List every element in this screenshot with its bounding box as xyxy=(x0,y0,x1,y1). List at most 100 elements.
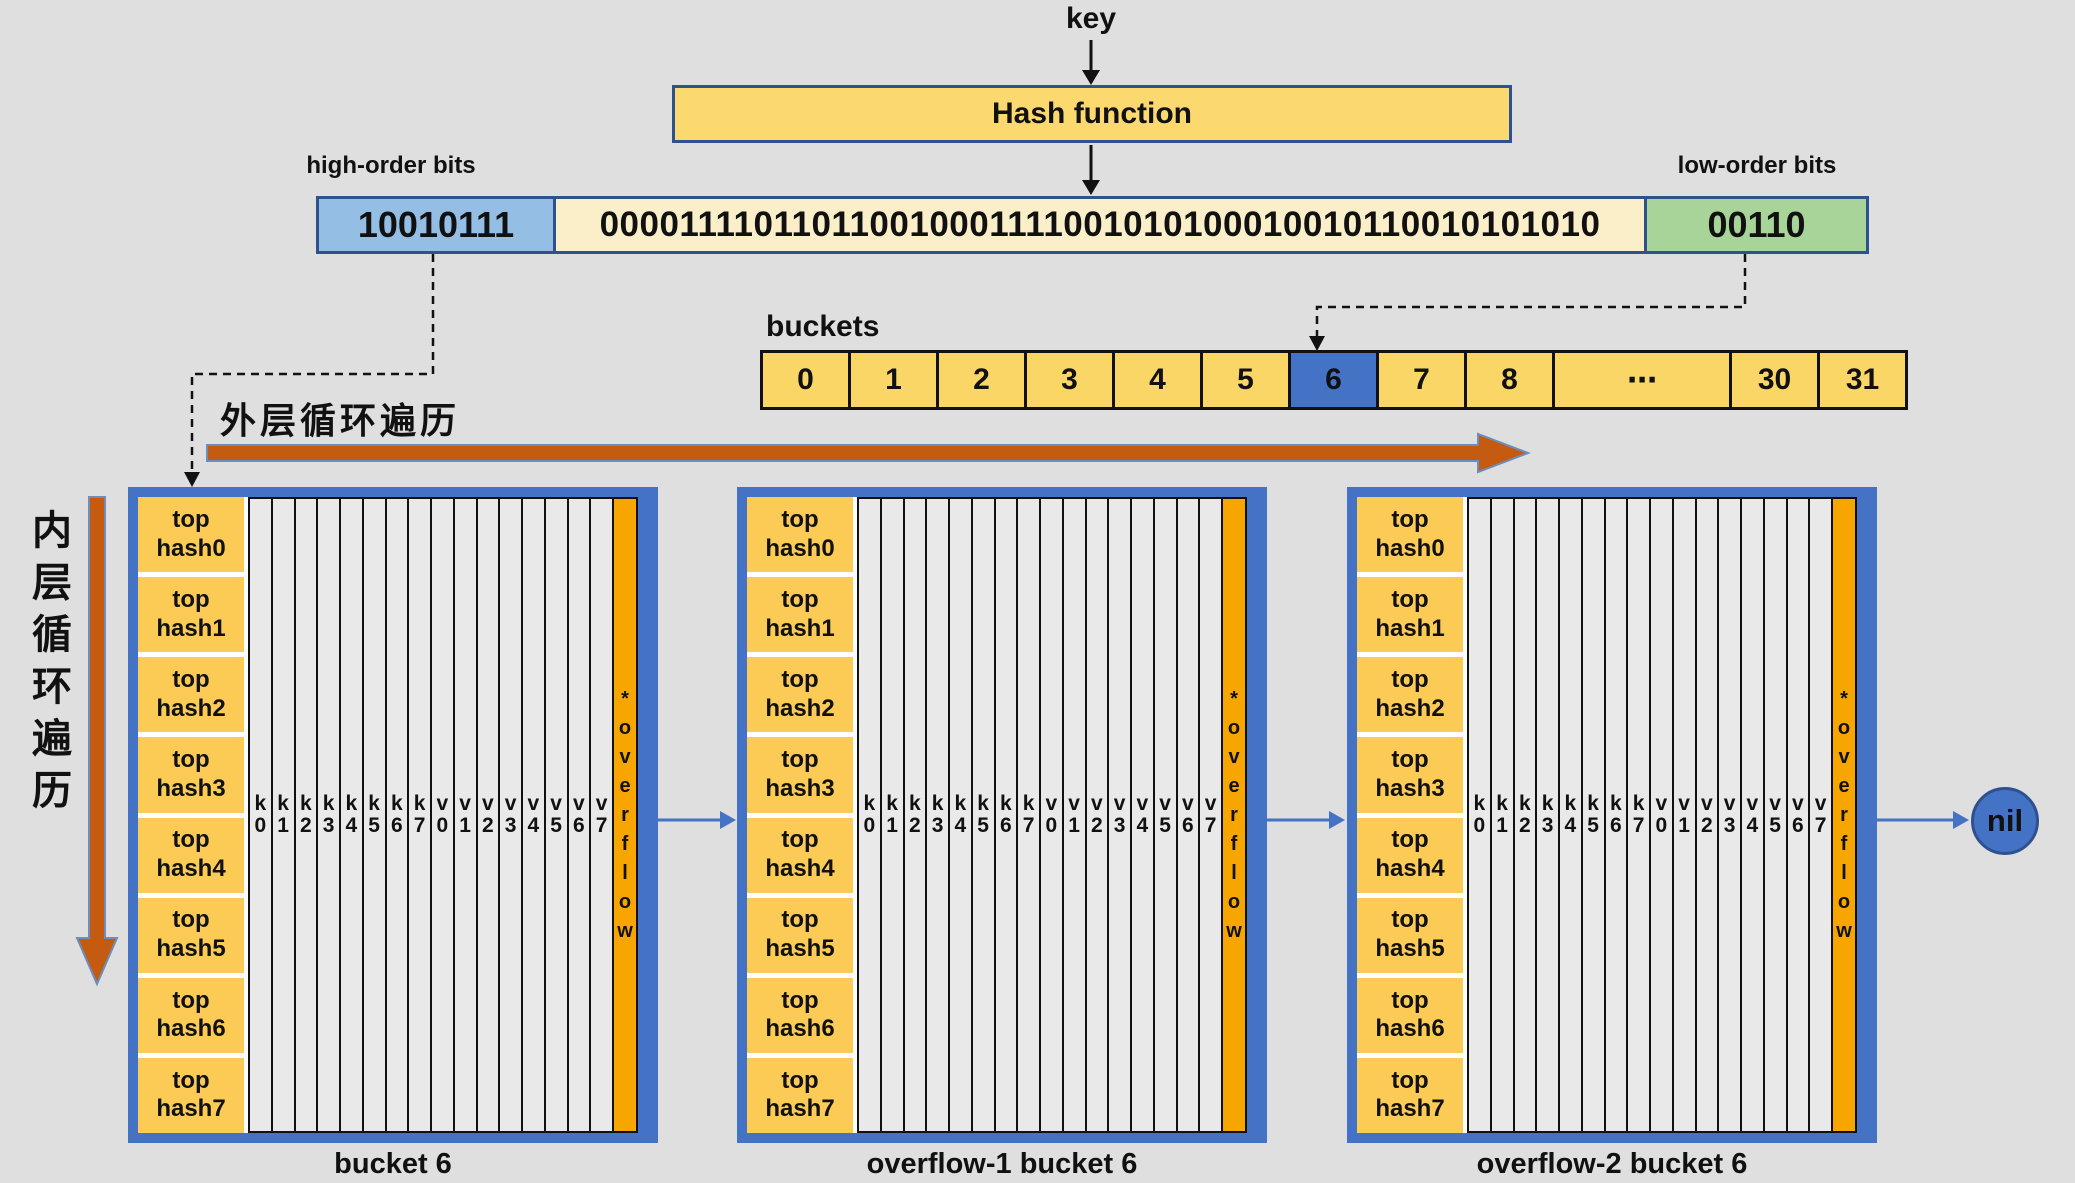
inner-loop-label: 内层循环遍历 xyxy=(24,506,80,818)
high-order-bits-label: high-order bits xyxy=(306,152,476,179)
hash-function-box: Hash function xyxy=(672,85,1512,143)
dashed-connector-low-order xyxy=(1309,254,1747,351)
low-order-bits-label: low-order bits xyxy=(1677,152,1837,179)
bucket-cell-4: 4 xyxy=(1115,353,1200,407)
inner-loop-label-char: 内 xyxy=(32,509,72,553)
inner-loop-arrow-icon xyxy=(75,496,119,987)
inner-loop-label-char: 层 xyxy=(32,561,72,605)
connector-bucket1-to-bucket2-icon xyxy=(658,811,736,829)
bucket-cell-8: 8 xyxy=(1467,353,1552,407)
bucket-cell-2: 2 xyxy=(939,353,1024,407)
bucket-caption-2: overflow-2 bucket 6 xyxy=(1476,1148,1748,1180)
buckets-label: buckets xyxy=(766,310,880,343)
high-order-bits-cell: 10010111 xyxy=(319,199,553,251)
arrow-key-to-hash-icon xyxy=(1082,40,1100,85)
nil-node: nil xyxy=(1971,787,2039,855)
dashed-connector-high-order xyxy=(184,254,435,487)
key-label: key xyxy=(1065,2,1117,35)
bucket-caption-1: overflow-1 bucket 6 xyxy=(866,1148,1138,1180)
bucket-cell-30: 30 xyxy=(1732,353,1817,407)
inner-loop-label-char: 遍 xyxy=(32,717,72,761)
inner-loop-label-char: 环 xyxy=(32,665,72,709)
low-order-bits-cell: 00110 xyxy=(1644,199,1866,251)
connector-bucket2-to-bucket3-icon xyxy=(1267,811,1345,829)
bucket-cell-0: 0 xyxy=(763,353,848,407)
inner-loop-label-char: 循 xyxy=(32,613,72,657)
outer-loop-label: 外层循环遍历 xyxy=(220,400,461,441)
bucket-cell-31: 31 xyxy=(1820,353,1905,407)
